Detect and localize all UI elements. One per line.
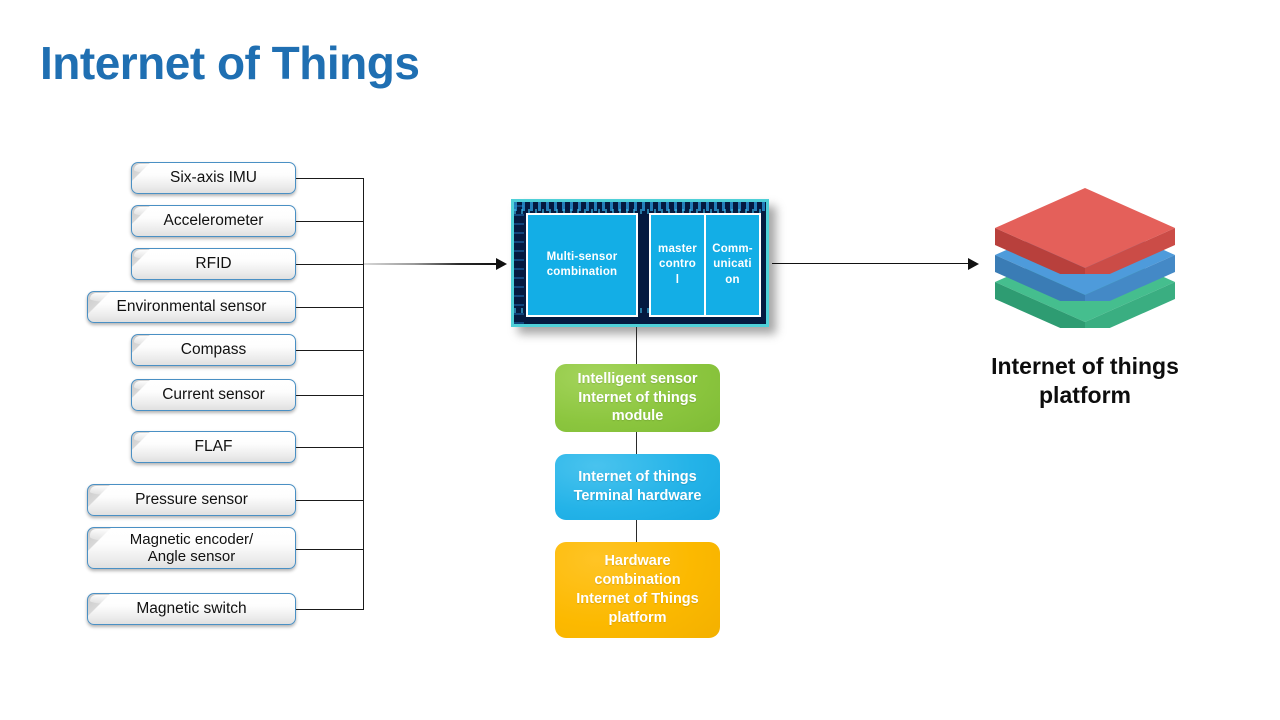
chip-panel-label: master contro l <box>658 243 697 286</box>
sensor-box-magnetic-switch[interactable]: Magnetic switch <box>87 593 296 625</box>
chip-panel-multi-sensor-combination[interactable]: Multi-sensor combination <box>526 213 638 317</box>
sensor-label: Six-axis IMU <box>170 168 257 186</box>
sensor-box-compass[interactable]: Compass <box>131 334 296 366</box>
connector-module-to-terminal <box>636 432 637 455</box>
sensor-box-current-sensor[interactable]: Current sensor <box>131 379 296 411</box>
sensor-stub-line <box>296 350 364 351</box>
sensor-stub-line <box>296 221 364 222</box>
sensor-box-accelerometer[interactable]: Accelerometer <box>131 205 296 237</box>
sensor-box-environmental-sensor[interactable]: Environmental sensor <box>87 291 296 323</box>
sensor-stub-line <box>296 609 364 610</box>
arrow-shaft <box>772 263 969 264</box>
stage-label: Hardware combination Internet of Things … <box>576 553 699 626</box>
sensor-label: Magnetic encoder/ Angle sensor <box>129 530 254 565</box>
chip-panel-master-control[interactable]: master contro l <box>649 213 705 317</box>
stage-label: Intelligent sensor Internet of things mo… <box>577 370 698 425</box>
sensor-stub-line <box>296 307 364 308</box>
arrow-head-icon <box>496 258 507 270</box>
arrow-head-icon <box>968 258 979 270</box>
stage-box-intelligent-sensor-module[interactable]: Intelligent sensor Internet of things mo… <box>555 364 720 432</box>
sensor-box-rfid[interactable]: RFID <box>131 248 296 280</box>
sensor-stub-line <box>296 447 364 448</box>
sensor-label: RFID <box>195 254 232 272</box>
sensor-stub-line <box>296 395 364 396</box>
sensor-box-flaf[interactable]: FLAF <box>131 431 296 463</box>
sensor-label: Accelerometer <box>163 211 264 229</box>
sensor-box-magnetic-encoder-angle-sensor[interactable]: Magnetic encoder/ Angle sensor <box>87 527 296 569</box>
platform-layer-top-red <box>995 188 1175 274</box>
sensor-stub-line <box>296 549 364 550</box>
sensor-stub-line <box>296 500 364 501</box>
sensor-label: Compass <box>180 340 247 358</box>
stage-box-iot-terminal-hardware[interactable]: Internet of things Terminal hardware <box>555 454 720 520</box>
chip-panel-label: Comm- unicati on <box>712 243 753 286</box>
platform-caption: Internet of things platform <box>991 353 1179 409</box>
sensor-label: Environmental sensor <box>116 297 267 315</box>
sensor-bus-vertical-line <box>363 178 364 609</box>
iot-platform-layer-stack[interactable] <box>995 188 1175 328</box>
sensor-label: Current sensor <box>162 385 265 403</box>
stage-box-hardware-combination-platform[interactable]: Hardware combination Internet of Things … <box>555 542 720 638</box>
sensor-box-pressure-sensor[interactable]: Pressure sensor <box>87 484 296 516</box>
chip-panel-communication[interactable]: Comm- unicati on <box>705 213 761 317</box>
sensor-module-chip[interactable]: Multi-sensor combination master contro l… <box>511 199 769 327</box>
sensor-label: FLAF <box>194 437 233 455</box>
sensor-stub-line <box>296 178 364 179</box>
sensor-stub-line <box>296 264 364 265</box>
connector-terminal-to-platform <box>636 520 637 543</box>
chip-panel-label: Multi-sensor combination <box>546 250 618 278</box>
page-title: Internet of Things <box>40 37 420 89</box>
sensor-box-six-axis-imu[interactable]: Six-axis IMU <box>131 162 296 194</box>
sensor-label: Pressure sensor <box>135 490 248 508</box>
connector-chip-to-module <box>636 327 637 365</box>
sensor-label: Magnetic switch <box>136 599 247 617</box>
arrow-shaft <box>364 263 496 265</box>
stage-label: Internet of things Terminal hardware <box>573 469 702 504</box>
